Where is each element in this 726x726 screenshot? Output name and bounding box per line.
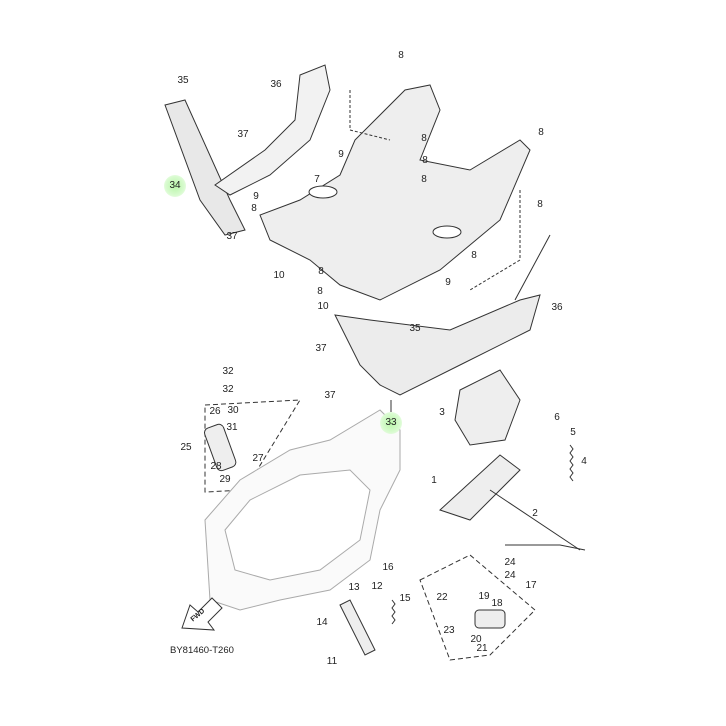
callout-14: 14 bbox=[316, 617, 328, 628]
callout-24: 24 bbox=[504, 557, 516, 568]
callout-22: 22 bbox=[436, 592, 448, 603]
callout-30: 30 bbox=[227, 405, 239, 416]
callout-32: 32 bbox=[222, 366, 234, 377]
callout-23: 23 bbox=[443, 625, 455, 636]
callout-10: 10 bbox=[273, 270, 285, 281]
callout-1: 1 bbox=[431, 475, 437, 486]
callout-8: 8 bbox=[318, 266, 324, 277]
footboard bbox=[259, 84, 531, 301]
callout-34: 34 bbox=[169, 180, 181, 191]
callout-8: 8 bbox=[251, 203, 257, 214]
side-cover-left bbox=[164, 99, 246, 236]
callout-9: 9 bbox=[338, 149, 344, 160]
callout-20: 20 bbox=[470, 634, 482, 645]
callout-8: 8 bbox=[421, 174, 427, 185]
callout-8: 8 bbox=[538, 127, 544, 138]
diagram-code: BY81460-T260 bbox=[170, 645, 234, 656]
callout-36: 36 bbox=[270, 79, 282, 90]
callout-8: 8 bbox=[537, 199, 543, 210]
callout-26: 26 bbox=[209, 406, 221, 417]
callout-5: 5 bbox=[570, 427, 576, 438]
callout-18: 18 bbox=[491, 598, 503, 609]
callout-17: 17 bbox=[525, 580, 537, 591]
callout-2: 2 bbox=[532, 508, 538, 519]
callout-35: 35 bbox=[177, 75, 189, 86]
callout-36: 36 bbox=[551, 302, 563, 313]
callout-37: 37 bbox=[324, 390, 336, 401]
callout-33: 33 bbox=[385, 417, 397, 428]
callout-25: 25 bbox=[180, 442, 192, 453]
callout-37: 37 bbox=[315, 343, 327, 354]
callout-31: 31 bbox=[226, 422, 238, 433]
callout-3: 3 bbox=[439, 407, 445, 418]
callout-9: 9 bbox=[253, 191, 259, 202]
callout-8: 8 bbox=[317, 286, 323, 297]
callout-15: 15 bbox=[399, 593, 411, 604]
callout-8: 8 bbox=[471, 250, 477, 261]
callout-29: 29 bbox=[219, 474, 231, 485]
callout-28: 28 bbox=[210, 461, 222, 472]
callout-37: 37 bbox=[237, 129, 249, 140]
callout-16: 16 bbox=[382, 562, 394, 573]
callout-32: 32 bbox=[222, 384, 234, 395]
callout-24: 24 bbox=[504, 570, 516, 581]
callout-8: 8 bbox=[398, 50, 404, 61]
callout-11: 11 bbox=[326, 656, 338, 667]
side-cover-inner bbox=[214, 64, 331, 196]
highlight-34 bbox=[164, 175, 186, 197]
fwd-arrow-icon bbox=[181, 597, 223, 631]
callout-13: 13 bbox=[348, 582, 360, 593]
callout-6: 6 bbox=[554, 412, 560, 423]
lower-cover bbox=[334, 294, 541, 396]
callout-8: 8 bbox=[422, 155, 428, 166]
callout-9: 9 bbox=[445, 277, 451, 288]
callout-10: 10 bbox=[317, 301, 329, 312]
callout-8: 8 bbox=[421, 133, 427, 144]
highlight-33 bbox=[380, 412, 402, 434]
main-stand bbox=[439, 454, 521, 521]
callout-7: 7 bbox=[314, 174, 320, 185]
callout-35: 35 bbox=[409, 323, 421, 334]
callout-37: 37 bbox=[226, 231, 238, 242]
side-stand bbox=[339, 599, 376, 656]
callout-19: 19 bbox=[478, 591, 490, 602]
callout-4: 4 bbox=[581, 456, 587, 467]
callout-12: 12 bbox=[371, 581, 383, 592]
callout-27: 27 bbox=[252, 453, 264, 464]
callout-21: 21 bbox=[476, 643, 488, 654]
